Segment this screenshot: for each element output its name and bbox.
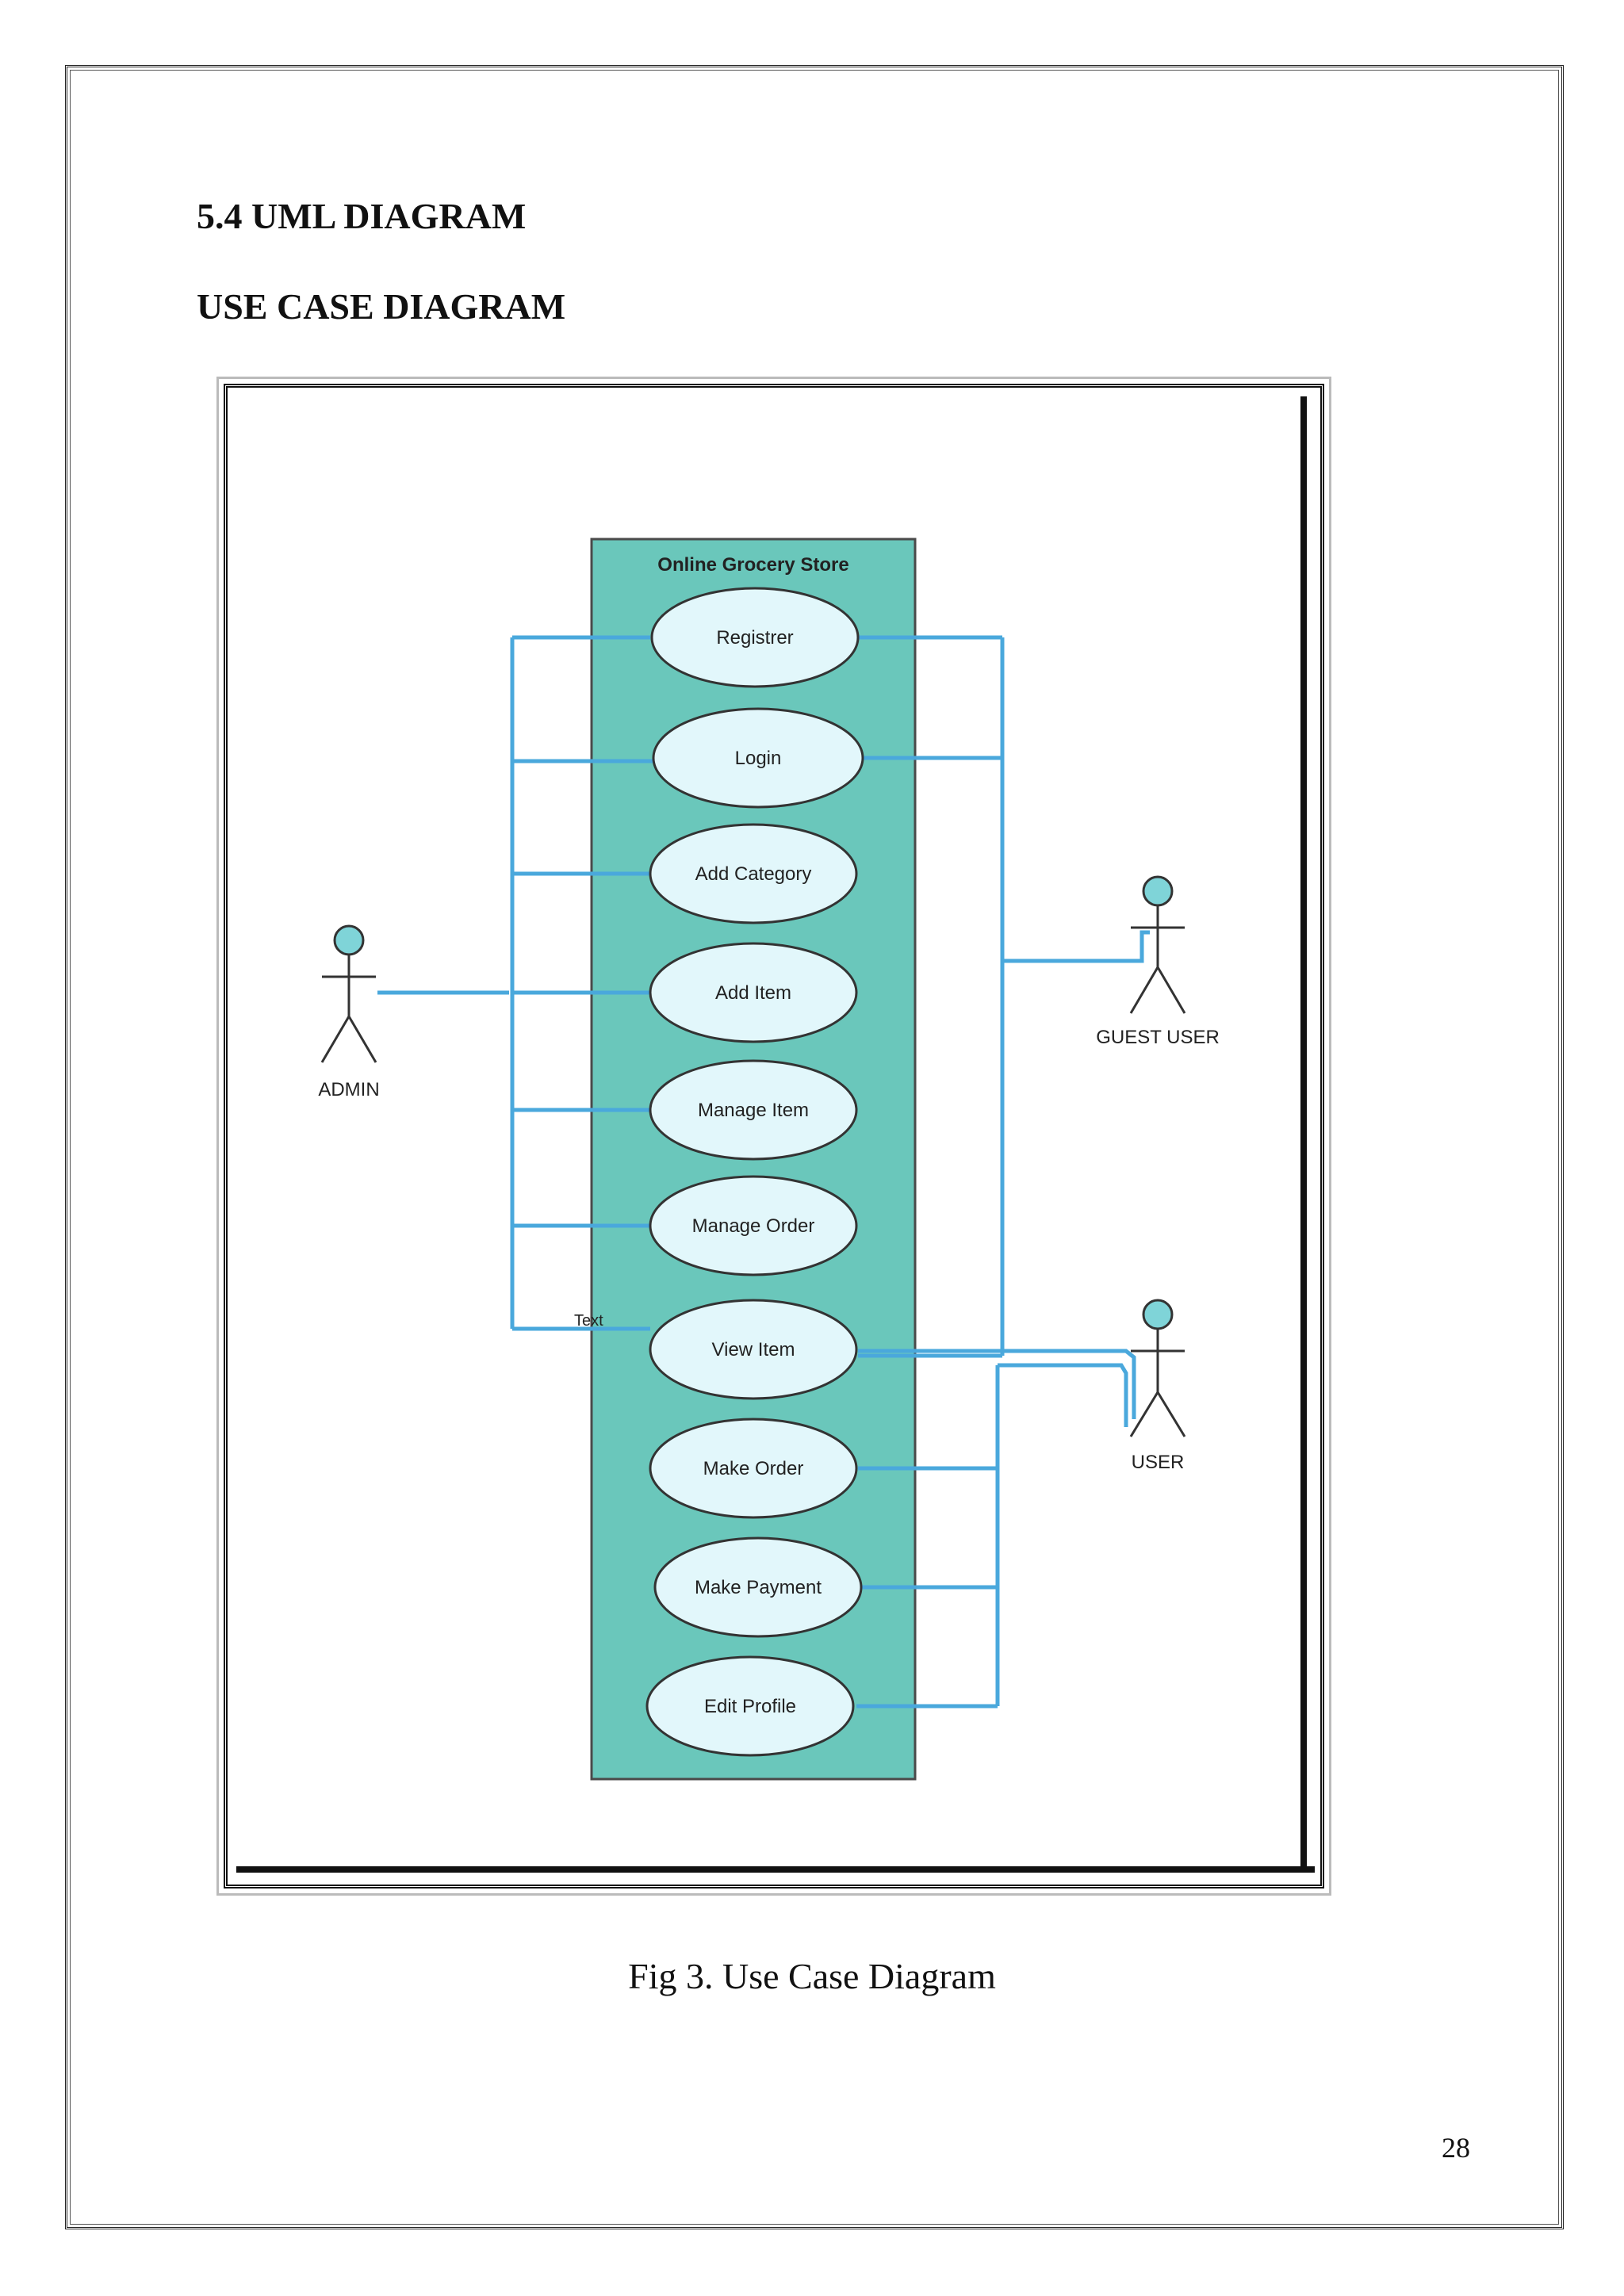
page-number: 28 — [1442, 2132, 1470, 2164]
use-case-manage-order — [649, 1175, 858, 1276]
use-case-registrer — [650, 587, 860, 688]
system-title: Online Grocery Store — [657, 554, 848, 576]
use-case-manage-item — [649, 1059, 858, 1161]
admin-connectors — [377, 635, 653, 1331]
figure-caption: Fig 3. Use Case Diagram — [628, 1956, 996, 1996]
actor-admin — [320, 924, 377, 1063]
guest-actor-link — [1002, 930, 1150, 963]
use-case-label-add-category: Add Category — [695, 863, 812, 885]
use-case-view-item — [649, 1299, 858, 1400]
use-case-label-add-item: Add Item — [715, 982, 791, 1004]
use-case-label-manage-item: Manage Item — [698, 1100, 809, 1121]
actor-guest-user — [1129, 875, 1186, 1014]
use-case-make-payment — [653, 1536, 863, 1638]
actor-guest-user-head — [1142, 875, 1174, 907]
user-connectors — [856, 635, 1150, 1709]
use-case-label-edit-profile: Edit Profile — [704, 1696, 796, 1717]
actor-label-guest-user: GUEST USER — [1096, 1027, 1220, 1048]
actor-user — [1129, 1299, 1186, 1437]
use-case-label-make-payment: Make Payment — [695, 1577, 822, 1598]
page-inner-border — [70, 70, 1559, 2225]
actor-admin-head — [333, 924, 365, 956]
figure-frame-shadow-bottom — [236, 1866, 1315, 1873]
connector-note-text: Text — [574, 1312, 603, 1330]
actor-label-admin: ADMIN — [318, 1079, 379, 1100]
section-heading: 5.4 UML DIAGRAM — [197, 196, 527, 236]
use-case-label-manage-order: Manage Order — [692, 1215, 815, 1237]
actor-label-user: USER — [1132, 1452, 1185, 1473]
figure-frame-shadow-right — [1300, 396, 1307, 1873]
use-case-label-login: Login — [735, 748, 782, 769]
use-case-label-view-item: View Item — [712, 1339, 795, 1360]
use-case-make-order — [649, 1418, 858, 1519]
use-case-label-registrer: Registrer — [716, 627, 793, 649]
user-actor-link — [998, 1363, 1128, 1427]
use-case-add-category — [649, 823, 858, 924]
actor-user-head — [1142, 1299, 1174, 1330]
subheading: USE CASE DIAGRAM — [197, 286, 566, 327]
use-case-add-item — [649, 942, 858, 1043]
use-case-login — [652, 707, 864, 809]
page-border — [65, 65, 1564, 2229]
use-case-label-make-order: Make Order — [703, 1458, 804, 1479]
view-item-to-user — [858, 1349, 1136, 1419]
use-case-edit-profile — [645, 1655, 855, 1757]
